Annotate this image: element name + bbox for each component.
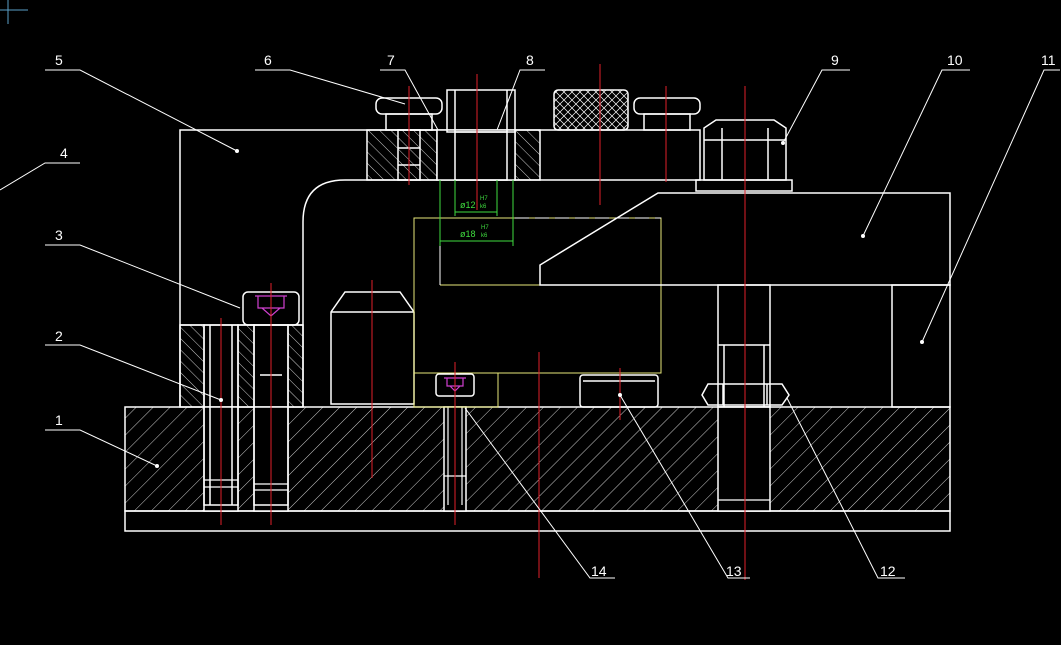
part-label-9: 9 (831, 52, 839, 68)
knurled-nut (553, 89, 629, 131)
clamp-screw-right (633, 97, 701, 131)
leader-dots (155, 141, 924, 468)
part-label-10: 10 (947, 52, 963, 68)
dimension-d12-shaft-tol: k6 (480, 204, 487, 210)
stud-bolt (717, 284, 771, 408)
part-label-12: 12 (880, 563, 896, 579)
drill-bushing (446, 89, 516, 181)
dimension-d18-shaft-tol: k6 (481, 233, 488, 239)
support-body (179, 129, 701, 408)
leader-lines (0, 69, 1060, 579)
center-lines (220, 64, 746, 580)
hex-nut-top (695, 119, 793, 192)
clamp-lever (539, 192, 951, 408)
part-label-6: 6 (264, 52, 272, 68)
dimension-d12: ø12 (460, 200, 476, 210)
part-label-13: 13 (726, 563, 742, 579)
part-label-7: 7 (387, 52, 395, 68)
dimension-d18-hole-tol: H7 (481, 225, 489, 231)
dimension-d18: ø18 (460, 229, 476, 239)
hex-nut-bottom (701, 383, 790, 406)
part-label-3: 3 (55, 227, 63, 243)
part-label-4: 4 (60, 145, 68, 161)
fit-dimensions (439, 180, 514, 246)
part-label-8: 8 (526, 52, 534, 68)
part-label-11: 11 (1041, 52, 1056, 68)
dimension-d12-hole-tol: H7 (480, 196, 488, 202)
part-label-14: 14 (591, 563, 607, 579)
hidden-outline (413, 217, 662, 408)
locating-block (579, 374, 659, 408)
part-label-2: 2 (55, 328, 63, 344)
part-label-5: 5 (55, 52, 63, 68)
part-label-1: 1 (55, 412, 63, 428)
base-plate (124, 406, 951, 532)
cursor-crosshair-icon (0, 0, 28, 24)
